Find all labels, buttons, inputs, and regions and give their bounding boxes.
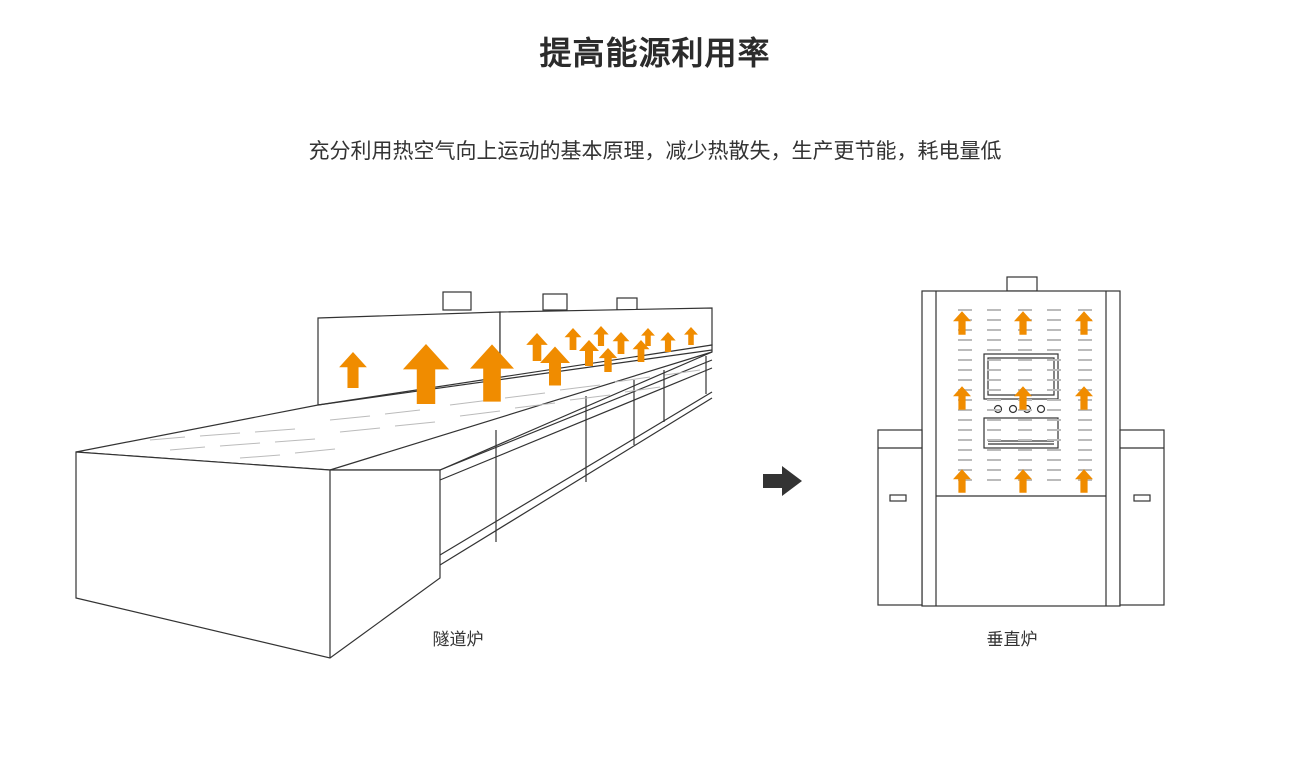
right-arrow-icon [763,466,802,496]
tunnel-oven-drawing [75,291,713,659]
vertical-oven-drawing [877,276,1165,607]
page-title: 提高能源利用率 [539,34,771,72]
tunnel-oven-label: 隧道炉 [432,630,484,650]
page-subtitle: 充分利用热空气向上运动的基本原理，减少热散失，生产更节能，耗电量低 [308,139,1002,163]
vertical-oven-label: 垂直炉 [986,630,1038,650]
